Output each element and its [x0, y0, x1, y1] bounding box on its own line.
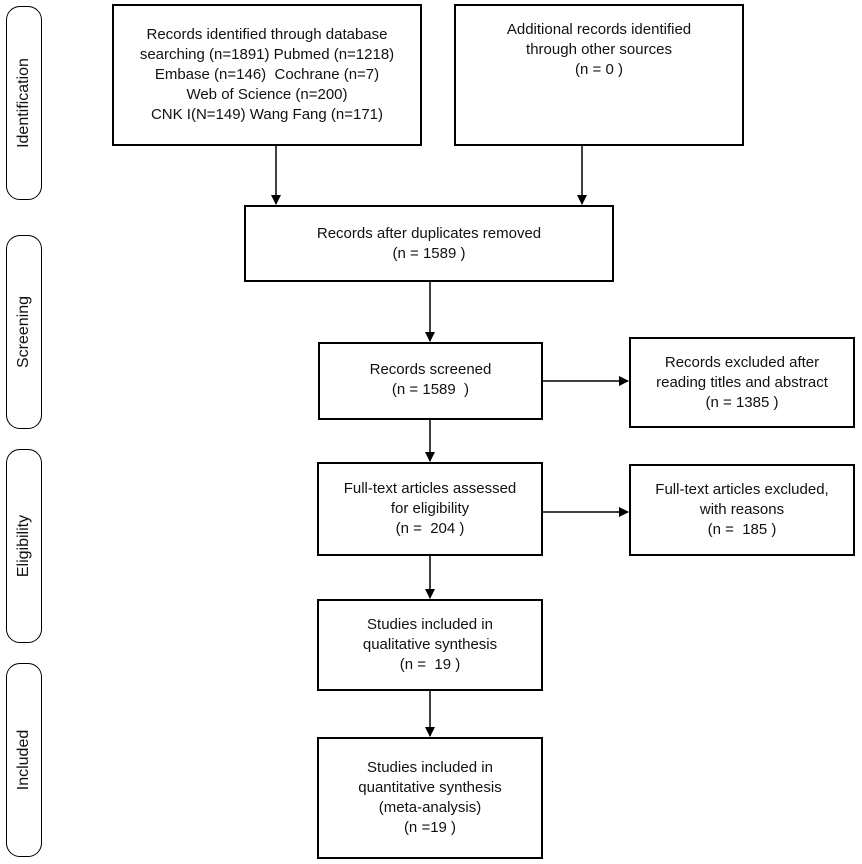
stage-included: Included	[6, 663, 42, 857]
box-duplicates-removed: Records after duplicates removed (n = 15…	[244, 205, 614, 282]
box-fulltext-excluded: Full-text articles excluded, with reason…	[629, 464, 855, 556]
box-records-excluded: Records excluded after reading titles an…	[629, 337, 855, 428]
box-records-screened: Records screened (n = 1589 )	[318, 342, 543, 420]
box-database-records: Records identified through database sear…	[112, 4, 422, 146]
box-fulltext-assessed: Full-text articles assessed for eligibil…	[317, 462, 543, 556]
stage-eligibility: Eligibility	[6, 449, 42, 643]
stage-screening: Screening	[6, 235, 42, 429]
box-other-sources: Additional records identified through ot…	[454, 4, 744, 146]
box-quantitative-synthesis: Studies included in quantitative synthes…	[317, 737, 543, 859]
stage-identification: Identification	[6, 6, 42, 200]
box-qualitative-synthesis: Studies included in qualitative synthesi…	[317, 599, 543, 691]
